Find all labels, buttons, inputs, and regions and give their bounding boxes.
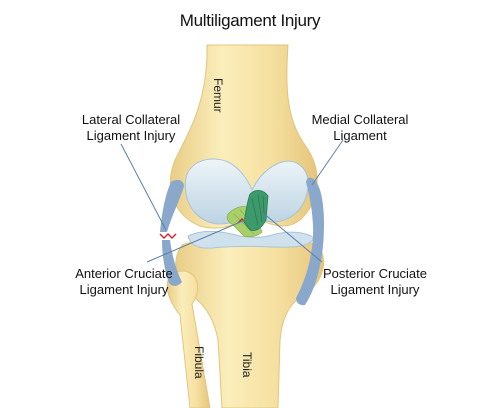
lateral-collateral-ligament-lower xyxy=(162,240,182,286)
diagram-title: Multiligament Injury xyxy=(179,11,321,30)
label-tibia: Tibia xyxy=(240,352,254,378)
label-posterior-cruciate-ligament-injury: Posterior Cruciate Ligament Injury xyxy=(322,266,428,297)
label-lateral-collateral-ligament-injury: Lateral Collateral Ligament Injury xyxy=(81,112,181,143)
label-fibula: Fibula xyxy=(192,346,206,379)
mcl-leader-line xyxy=(311,139,344,186)
acl-leader-line xyxy=(146,219,246,263)
lateral-collateral-ligament-upper xyxy=(160,179,184,232)
fibula-bone xyxy=(166,270,211,408)
pcl-leader-line xyxy=(261,211,323,263)
lcl-tear-mark xyxy=(159,233,177,239)
medial-collateral-ligament xyxy=(296,177,324,306)
label-medial-collateral-ligament: Medial Collateral Ligament xyxy=(311,112,409,143)
lcl-leader-line xyxy=(120,143,167,231)
pcl-fiber-lines xyxy=(251,193,265,227)
label-femur: Femur xyxy=(211,78,225,113)
label-anterior-cruciate-ligament-injury: Anterior Cruciate Ligament Injury xyxy=(75,266,173,297)
